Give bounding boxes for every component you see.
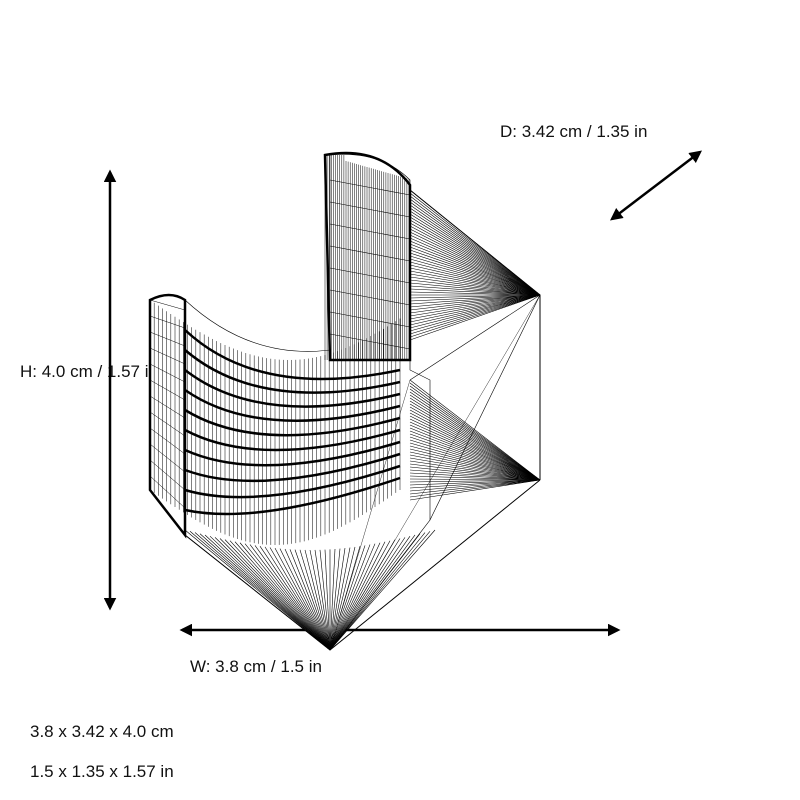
depth-arrow — [610, 150, 702, 221]
summary-in: 1.5 x 1.35 x 1.57 in — [30, 762, 174, 781]
width-label: W: 3.8 cm / 1.5 in — [190, 657, 322, 676]
height-label: H: 4.0 cm / 1.57 in — [20, 362, 158, 381]
depth-label: D: 3.42 cm / 1.35 in — [500, 122, 648, 141]
summary-cm: 3.8 x 3.42 x 4.0 cm — [30, 722, 174, 741]
wireframe-model — [148, 151, 541, 651]
